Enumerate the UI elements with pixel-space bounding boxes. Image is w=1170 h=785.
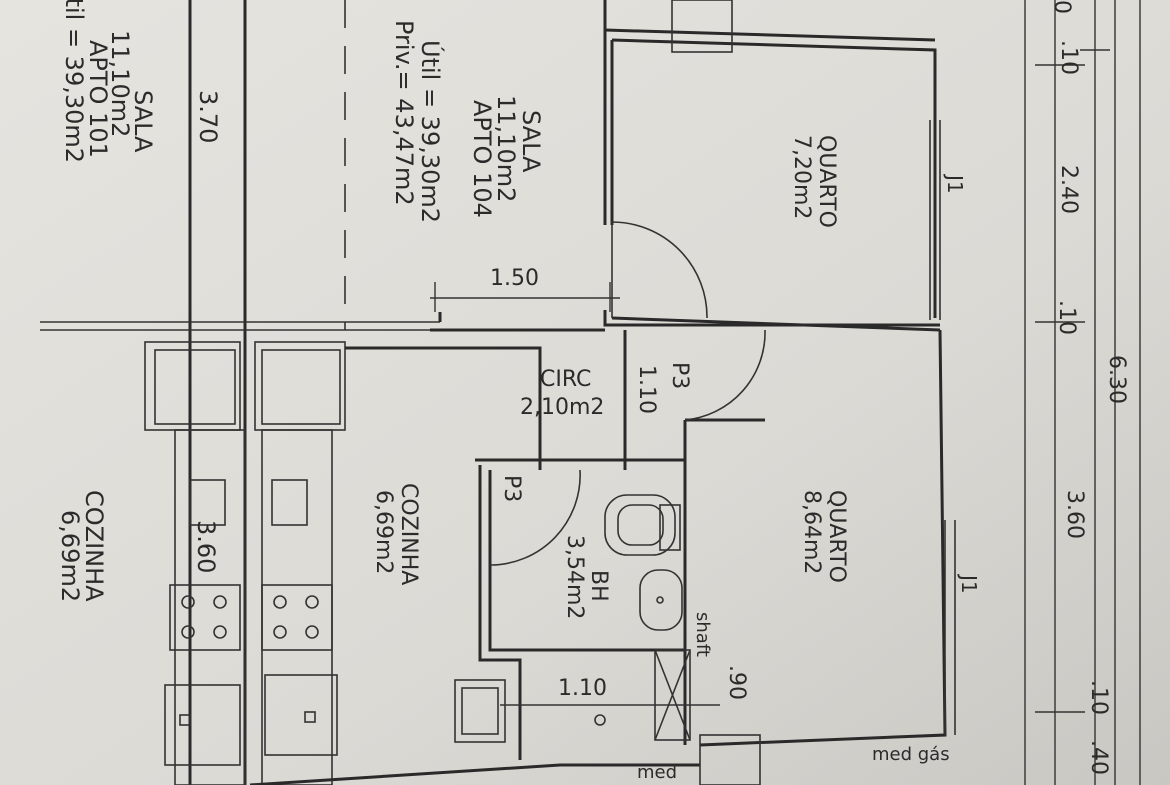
sala-unit: APTO 104 xyxy=(468,100,496,218)
door-p3-bh: P3 xyxy=(499,475,524,502)
door-p3-circ: P3 xyxy=(667,362,692,389)
dim-40: .40 xyxy=(1086,740,1111,775)
dim-10-b: .10 xyxy=(1054,300,1079,335)
med-gas-label: med gás xyxy=(872,744,950,765)
dim-630: 6.30 xyxy=(1104,355,1129,404)
circ-area: 2,10m2 xyxy=(520,395,604,420)
door-swings xyxy=(489,221,766,566)
dim-10-a: .10 xyxy=(1056,40,1081,75)
dim-110-bh: 1.10 xyxy=(558,676,607,701)
quarto-bottom-area: 8,64m2 xyxy=(799,490,824,574)
dim-110-circ: 1.10 xyxy=(634,365,659,414)
quarto-bottom-name: QUARTO xyxy=(824,490,849,583)
left-unit-util: Útil = 39,30m2 xyxy=(60,0,90,163)
bh-area: 3,54m2 xyxy=(562,535,587,619)
left-dim-370: 3.70 xyxy=(194,90,222,143)
dim-150: 1.50 xyxy=(490,266,539,291)
sala-priv: Priv.= 43,47m2 xyxy=(390,20,418,206)
left-sala-area: 11,10m2 xyxy=(106,30,134,137)
sala-util: Útil = 39,30m2 xyxy=(416,40,446,223)
dim-360: 3.60 xyxy=(1062,490,1087,539)
shaft-label: shaft xyxy=(692,612,713,657)
dim-10-c: .10 xyxy=(1086,680,1111,715)
left-unit-name: APTO 101 xyxy=(84,40,112,158)
dim-240: 2.40 xyxy=(1056,165,1081,214)
window-j1-top: J1 xyxy=(943,173,967,194)
bath-fixtures xyxy=(454,494,691,743)
unit-walls xyxy=(249,0,956,785)
dimension-lines xyxy=(430,0,1141,785)
left-kitchen-name: COZINHA xyxy=(80,490,108,602)
window-j1-bottom: J1 xyxy=(957,573,981,594)
circ-name: CIRC xyxy=(540,367,591,392)
dim-0: 0 xyxy=(1049,0,1074,14)
left-sala-name: SALA xyxy=(129,90,157,153)
med-label: med xyxy=(637,762,677,783)
bh-name: BH xyxy=(586,570,611,602)
sala-name: SALA xyxy=(517,110,545,173)
sala-area: 11,10m2 xyxy=(492,95,520,202)
quarto-top-name: QUARTO xyxy=(814,135,839,228)
dim-090: .90 xyxy=(724,665,749,700)
left-kitchen-area: 6,69m2 xyxy=(56,510,84,602)
quarto-top-area: 7,20m2 xyxy=(789,135,814,219)
left-dim-360: 3.60 xyxy=(192,520,220,573)
left-unit: 3.70 3.60 SALA 11,10m2 APTO 101 Útil = 3… xyxy=(40,0,440,785)
cozinha-area: 6,69m2 xyxy=(371,490,396,574)
cozinha-name: COZINHA xyxy=(396,483,421,585)
